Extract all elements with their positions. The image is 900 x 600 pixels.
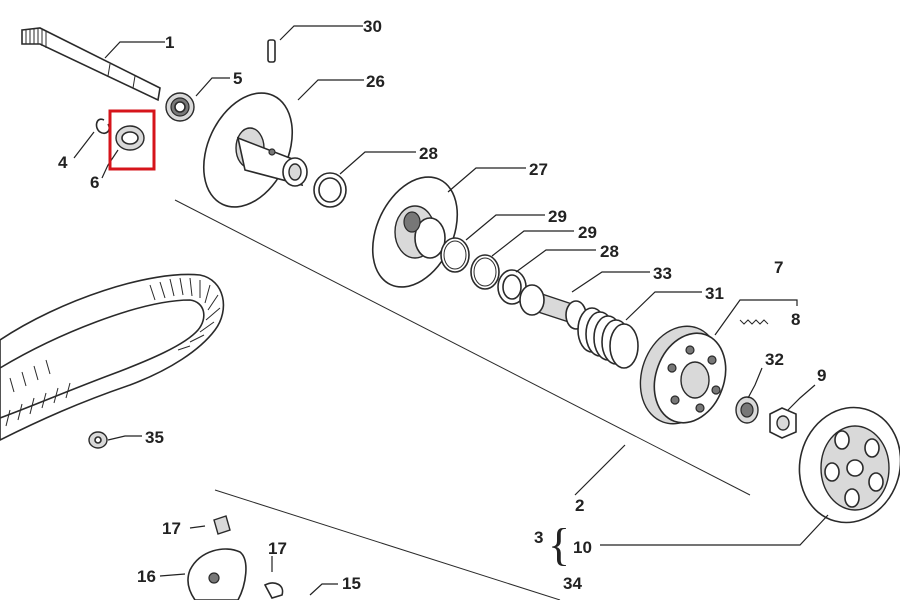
clutch-assembly-part (639, 325, 727, 425)
label-part-7: 7 (774, 258, 783, 277)
leader-lines (73, 25, 829, 596)
label-part-3: 3 (534, 528, 543, 547)
small-washer-part (88, 431, 108, 449)
label-part-16: 16 (137, 567, 156, 586)
label-part-26: 26 (366, 72, 385, 91)
label-part-1: 1 (165, 33, 174, 52)
label-part-6: 6 (90, 173, 99, 192)
washer-part (115, 125, 145, 151)
nut-part (769, 407, 797, 439)
label-part-8: 8 (791, 310, 800, 329)
small-spring-part (739, 319, 769, 325)
seal-ring-part-b (470, 254, 500, 290)
drive-belt-part (0, 273, 225, 441)
circlip-part (95, 118, 111, 135)
label-part-32: 32 (765, 350, 784, 369)
pin-part (267, 39, 276, 63)
clutch-bell-part (798, 406, 900, 524)
o-ring-part-upper (313, 172, 347, 208)
label-part-35: 35 (145, 428, 164, 447)
seal-ring-part-a (440, 237, 470, 273)
label-part-27: 27 (529, 160, 548, 179)
label-part-30: 30 (363, 17, 382, 36)
label-part-33: 33 (653, 264, 672, 283)
fixed-pulley-part (202, 92, 308, 208)
label-part-28-lower: 28 (600, 242, 619, 261)
spring-part (577, 307, 639, 369)
bearing-part (165, 92, 195, 122)
label-part-17-b: 17 (268, 539, 287, 558)
label-part-10: 10 (573, 538, 592, 557)
label-part-29-a: 29 (548, 207, 567, 226)
bottom-bracket-part (187, 515, 284, 600)
label-part-31: 31 (705, 284, 724, 303)
label-part-9: 9 (817, 366, 826, 385)
axis-line-lower (214, 489, 561, 600)
assembly-brace: { (548, 519, 570, 570)
bushing-part (519, 284, 587, 330)
label-part-29-b: 29 (578, 223, 597, 242)
label-part-34: 34 (563, 574, 582, 593)
label-part-2: 2 (575, 496, 584, 515)
movable-pulley-part (371, 176, 459, 288)
label-part-15: 15 (342, 574, 361, 593)
clutch-bearing-part (735, 396, 759, 424)
label-part-17-a: 17 (162, 519, 181, 538)
axis-line-upper (174, 199, 751, 496)
label-part-4: 4 (58, 153, 68, 172)
highlight-box (108, 109, 156, 171)
label-part-5: 5 (233, 69, 242, 88)
label-part-28-upper: 28 (419, 144, 438, 163)
shaft-part (21, 27, 161, 102)
